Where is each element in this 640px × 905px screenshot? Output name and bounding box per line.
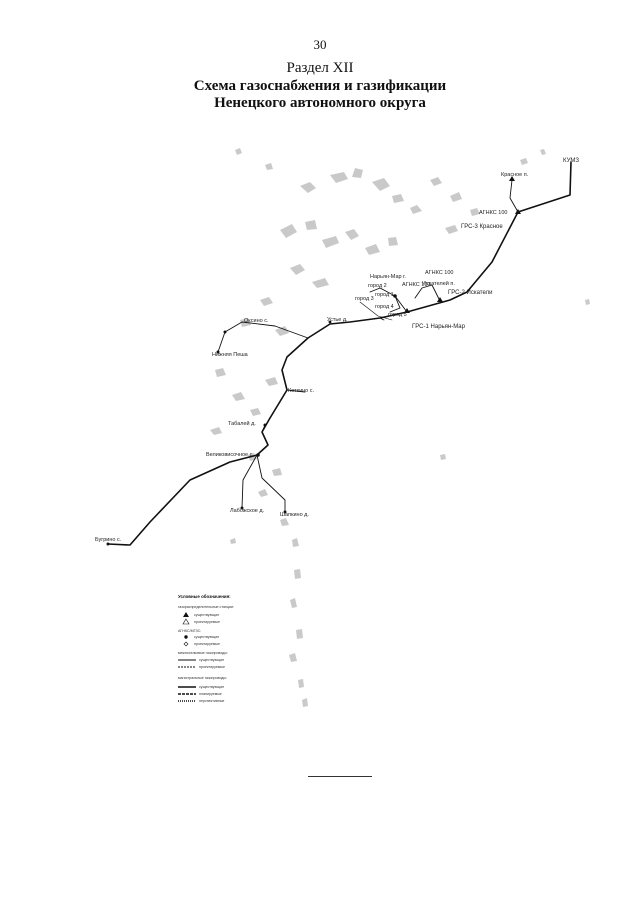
gas-pipelines xyxy=(107,161,572,546)
label-naryan-mar: Нарьян-Мар г. xyxy=(370,274,406,280)
gas-station-icon xyxy=(515,209,521,214)
legend-group-3-item-2: проектируемые xyxy=(199,665,225,669)
branch-iskateli xyxy=(414,284,441,302)
legend-group-1-item-1: существующие xyxy=(194,613,219,617)
label-tabaleev: Табалей д. xyxy=(228,420,256,427)
label-bugrino: Бугрино с. xyxy=(95,537,122,543)
branch-grs1-tail xyxy=(359,301,393,321)
settlement-icon xyxy=(256,453,260,457)
station-planned-icon xyxy=(182,618,190,625)
label-grs2: ГРС-2 Искатели xyxy=(448,290,492,296)
legend-group-4-item-1: существующие xyxy=(199,685,224,689)
branch-naryanmar-1 xyxy=(369,287,408,313)
gas-station-icon xyxy=(509,176,515,181)
settlement-icon xyxy=(223,330,227,334)
legend-group-3-title: межпоселковые газопроводы: xyxy=(178,651,228,655)
legend-title: Условные обозначения: xyxy=(178,594,231,599)
station-existing-icon xyxy=(183,612,189,617)
agnks-existing-icon xyxy=(184,635,188,639)
branch-southeast xyxy=(256,454,286,513)
settlement-icon xyxy=(283,510,287,514)
label-gorod-5: город 5 xyxy=(388,312,407,318)
label-kotkino: Коткино с. xyxy=(288,388,315,394)
settlement-icon xyxy=(216,350,220,354)
gas-station-icon xyxy=(404,308,410,313)
settlement-icon xyxy=(263,423,267,427)
label-iskatelei: Искателей п. xyxy=(422,280,455,287)
legend-group-1-item-2: проектируемые xyxy=(194,620,220,624)
label-shapkino: Шапкино д. xyxy=(280,512,309,518)
label-grs1: ГРС-1 Нарьян-Мар xyxy=(412,324,466,330)
gas-station-icon xyxy=(437,297,443,302)
label-agnks-top: АГНКС 100 xyxy=(479,210,507,216)
label-gorod-1: город 1 xyxy=(375,292,394,298)
label-agnks-mid: АГНКС 100 xyxy=(425,270,453,276)
branch-kotkino xyxy=(286,389,306,393)
label-gorod-2: город 2 xyxy=(368,283,387,289)
legend-group-4-title: магистральные газопроводы: xyxy=(178,676,227,680)
place-labels: КУМЗ Красное п. АГНКС 100 ГРС-3 Красное … xyxy=(95,158,579,543)
station-markers xyxy=(106,176,521,546)
main-pipeline xyxy=(107,161,572,546)
branch-naryanmar-2 xyxy=(389,295,401,313)
settlement-icon xyxy=(106,542,110,546)
legend-group-3-item-1: существующие xyxy=(199,658,224,662)
legend-group-2-item-2: проектируемые xyxy=(194,642,220,646)
label-grs3: ГРС-3 Красное xyxy=(461,224,503,230)
settlement-icon xyxy=(393,294,397,298)
terrain-patches xyxy=(210,148,590,707)
footer-rule xyxy=(308,776,372,777)
map-title-line-1: Схема газоснабжения и газификации xyxy=(193,78,447,94)
map-legend: Условные обозначения: газораспределитель… xyxy=(178,594,234,703)
legend-group-2-item-1: существующие xyxy=(194,635,219,639)
branch-grs1 xyxy=(379,317,385,321)
legend-group-1-title: газораспределительные станции: xyxy=(178,605,234,609)
settlement-icon xyxy=(328,320,332,324)
label-gorod-4: город 4 xyxy=(375,304,394,310)
label-krasnoe-top: Красное п. xyxy=(501,172,529,178)
legend-group-4-item-2: планируемые xyxy=(199,692,222,696)
page-number: 30 xyxy=(313,37,327,52)
label-oksino: Оксино с. xyxy=(244,318,269,324)
branch-krasnoe xyxy=(509,179,519,213)
label-agnks-small: АГНКС 100 xyxy=(402,282,430,288)
section-heading: Раздел XII xyxy=(286,60,354,76)
branch-oksino xyxy=(217,321,309,353)
label-kumzha: КУМЗ xyxy=(563,158,579,164)
label-nizhnyaya-pesha: Нижняя Пеша xyxy=(212,352,249,358)
label-labozhskoe: Лабожское д. xyxy=(230,508,265,514)
label-usta: Устье д. xyxy=(327,317,348,323)
map-title-line-2: Ненецкого автономного округа xyxy=(214,95,426,111)
branch-south xyxy=(241,454,258,509)
label-velikovisochnoe: Великовисочное с. xyxy=(206,452,254,458)
label-gorod-3: город 3 xyxy=(355,296,374,302)
legend-group-2-title: АГНКС/МГЗС: xyxy=(178,629,201,633)
agnks-planned-icon xyxy=(183,641,189,647)
legend-group-4-item-3: перспективные xyxy=(199,699,224,703)
settlement-icon xyxy=(240,506,244,510)
